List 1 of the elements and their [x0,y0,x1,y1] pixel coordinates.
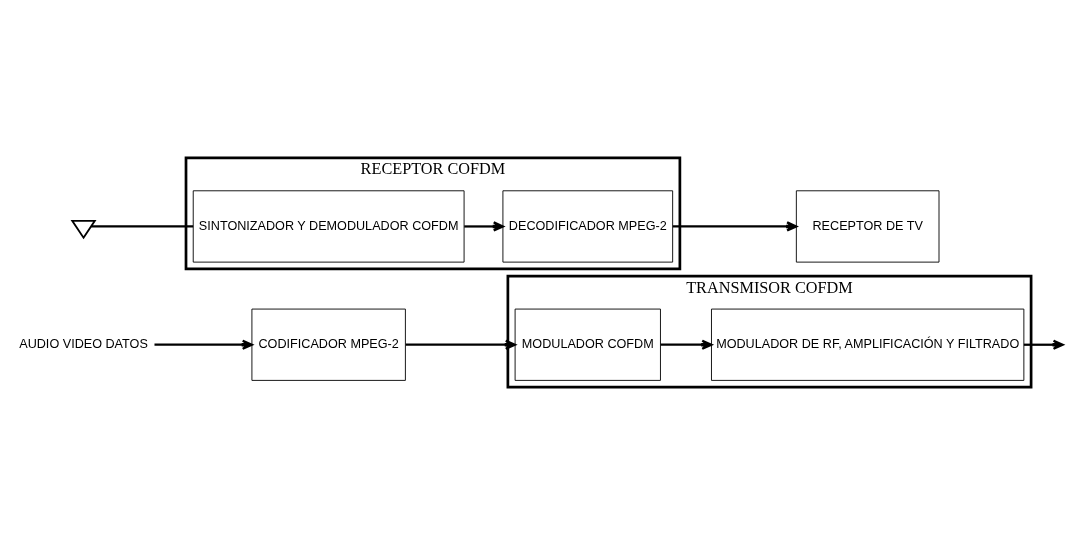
node-text: AUDIO VIDEO DATOS [19,336,148,351]
